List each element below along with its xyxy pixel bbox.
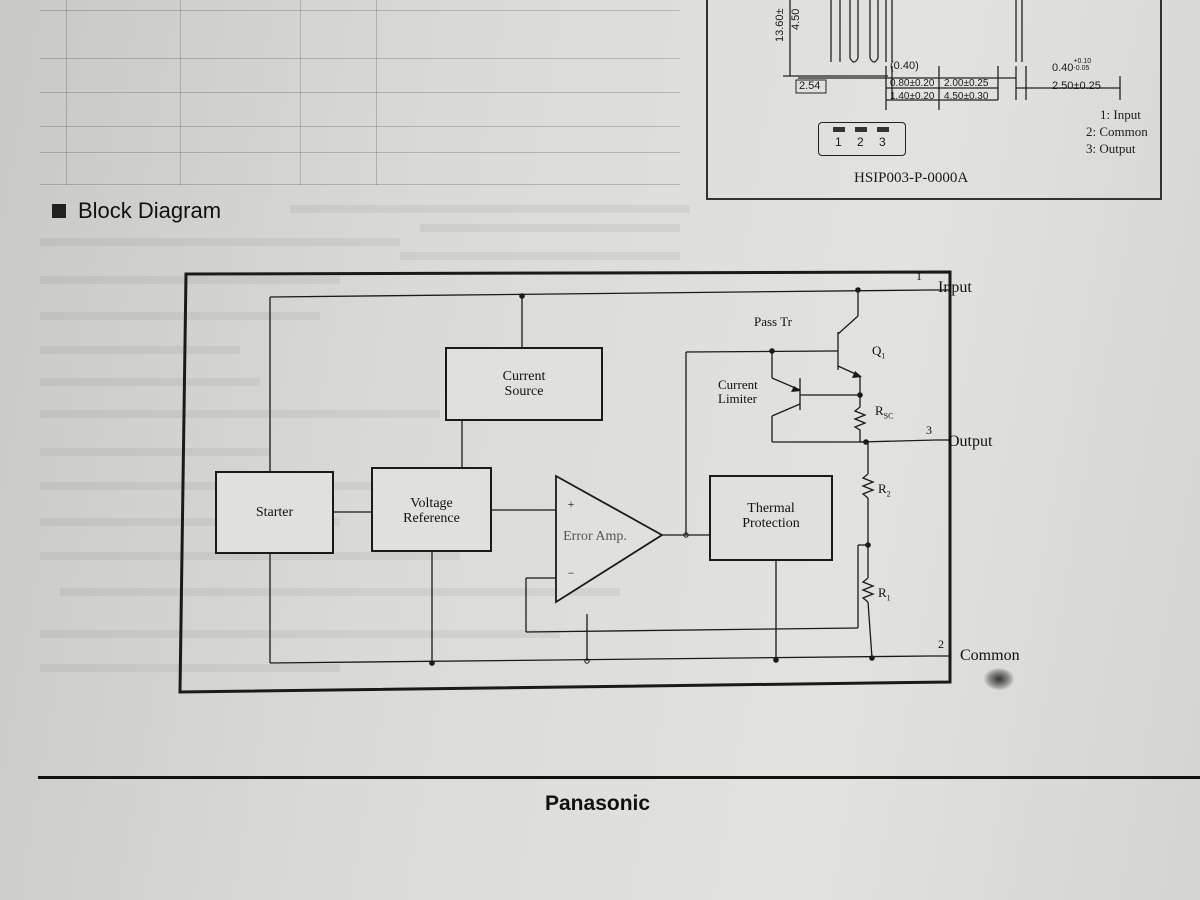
error-amp-label: Error Amp. — [563, 529, 627, 544]
pin-pad — [833, 127, 845, 132]
pin-number-1: 1 — [835, 135, 842, 149]
dim-0-40-tol-plus: +0.10 — [1073, 58, 1092, 65]
section-title: Block Diagram — [78, 198, 222, 223]
pin-common-label: Common — [960, 647, 1020, 664]
r1-letter: R — [878, 585, 887, 600]
current-limiter-line1: Current — [718, 377, 758, 392]
pin-pad — [855, 127, 867, 132]
package-drawing — [783, 0, 1121, 110]
package-name: HSIP003-P-0000A — [854, 170, 969, 186]
thermal-protection-block — [709, 475, 833, 561]
ink-smudge — [984, 668, 1014, 690]
rsc-label: RSC — [875, 404, 893, 424]
pin-1-number: 1 — [916, 269, 922, 283]
section-heading: Block Diagram — [52, 198, 221, 224]
current-source-block — [445, 347, 603, 421]
resistor-r2 — [861, 473, 875, 499]
current-limiter-line2: Limiter — [718, 391, 757, 406]
error-amp-minus-sign: − — [567, 566, 575, 580]
starter-label: Starter — [255, 505, 294, 520]
q1-letter: Q — [872, 343, 882, 358]
pin-list-input: 1: Input — [1100, 107, 1141, 122]
dim-0-40-tol-minus: -0.05 — [1073, 65, 1090, 72]
current-source-line1: Current — [502, 369, 546, 384]
package-outline-box: 13.60± 4.50 (0.40) 2.54 0.80±0.20 1.40±0… — [706, 0, 1162, 200]
q1-label: Q1 — [872, 344, 885, 364]
dim-0-40-value: 0.40 — [1052, 62, 1074, 74]
thermal-protection-label: Thermal Protection — [710, 501, 832, 531]
resistor-r1 — [861, 577, 875, 603]
dim-2-00: 2.00±0.25 — [944, 78, 989, 89]
current-source-label: Current Source — [446, 369, 602, 399]
r2-letter: R — [878, 481, 887, 496]
pin-3-number: 3 — [926, 423, 932, 437]
q1-subscript: 1 — [881, 351, 886, 361]
thermal-protection-line2: Protection — [742, 516, 800, 531]
error-amp-triangle — [555, 474, 664, 604]
pin-list-output: 3: Output — [1086, 141, 1136, 156]
voltage-reference-line2: Reference — [403, 511, 460, 526]
diagram-frame — [178, 270, 952, 694]
r1-subscript: 1 — [886, 593, 891, 603]
dim-0-80: 0.80±0.20 — [890, 78, 935, 89]
voltage-reference-block — [371, 467, 492, 552]
dim-1-40: 1.40±0.20 — [890, 91, 935, 102]
junction-dots — [429, 287, 875, 666]
dim-0-40: 0.40 +0.10 -0.05 — [1052, 58, 1091, 74]
thermal-protection-line1: Thermal — [747, 501, 795, 516]
input-rail — [269, 289, 931, 298]
pass-transistor-label: Pass Tr — [754, 314, 792, 329]
pin-number-2: 2 — [857, 135, 864, 149]
r2-label: R2 — [878, 482, 891, 502]
spec-table-remnant — [40, 0, 680, 185]
brand-logo-text: Panasonic — [545, 792, 651, 815]
dim-0-40-paren: (0.40) — [890, 60, 919, 72]
r1-label: R1 — [878, 586, 891, 606]
error-amp-plus-sign: + — [567, 497, 575, 511]
pin-2-number: 2 — [938, 637, 944, 651]
rsc-subscript: SC — [883, 411, 894, 421]
voltage-reference-line1: Voltage — [410, 496, 453, 511]
dim-2-54: 2.54 — [799, 80, 821, 92]
pin-number-3: 3 — [879, 135, 886, 149]
pin-list-common: 2: Common — [1086, 124, 1148, 139]
current-source-line2: Source — [504, 384, 544, 399]
rsc-letter: R — [875, 403, 884, 418]
dim-2-50: 2.50±0.25 — [1052, 80, 1101, 92]
footer-rule — [38, 776, 1200, 779]
r2-subscript: 2 — [886, 489, 891, 499]
package-top-view: 1 2 3 — [818, 122, 906, 156]
pin-output-label: Output — [948, 433, 993, 450]
current-limiter-label: Current Limiter — [718, 378, 758, 406]
pin-pad — [877, 127, 889, 132]
starter-block — [215, 471, 334, 554]
pin-input-label: Input — [938, 279, 972, 296]
heading-bullet-icon — [52, 204, 66, 218]
common-rail — [269, 655, 931, 664]
dim-4-50: 4.50±0.30 — [944, 91, 989, 102]
resistor-rsc — [853, 395, 867, 442]
voltage-reference-label: Voltage Reference — [372, 496, 491, 526]
